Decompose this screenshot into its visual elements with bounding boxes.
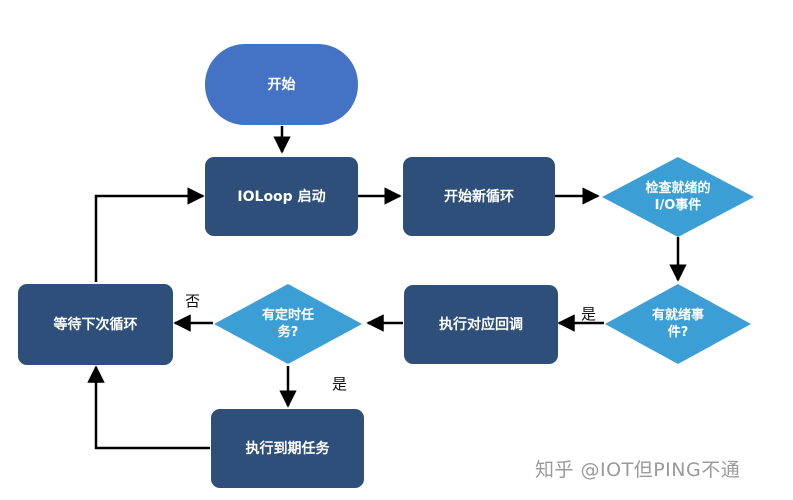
- check-io-diamond-shape: [602, 157, 754, 237]
- has-ready-label: 有就绪事 件?: [651, 308, 704, 340]
- edge-label-yes-timer: 是: [332, 375, 348, 393]
- start-label: 开始: [267, 76, 296, 93]
- start-node: 开始: [205, 44, 358, 125]
- exec-callback-label: 执行对应回调: [439, 316, 523, 333]
- check-io-node: 检查就绪的 I/O事件: [601, 156, 755, 238]
- edge-label-yes-ready: 是: [581, 305, 597, 323]
- watermark-text: 知乎 @IOT但PING不通: [535, 459, 741, 481]
- exec-callback-node: 执行对应回调: [404, 285, 558, 364]
- wait-next-label: 等待下次循环: [53, 316, 138, 333]
- wait-next-node: 等待下次循环: [18, 284, 173, 365]
- arrow-execdue-to-wait: [87, 365, 210, 450]
- has-ready-diamond-shape: [605, 284, 751, 364]
- has-ready-node: 有就绪事 件?: [604, 283, 752, 365]
- arrow-wait-to-ioloop: [94, 187, 205, 282]
- exec-due-label: 执行到期任务: [245, 440, 330, 457]
- new-loop-node: 开始新循环: [403, 157, 555, 236]
- edge-label-no-timer: 否: [185, 292, 201, 310]
- has-timer-diamond-shape: [214, 284, 362, 364]
- new-loop-label: 开始新循环: [444, 188, 514, 205]
- has-timer-node: 有定时任 务?: [213, 283, 363, 365]
- check-io-label: 检查就绪的 I/O事件: [645, 181, 711, 213]
- has-timer-label: 有定时任 务?: [261, 308, 314, 340]
- exec-due-node: 执行到期任务: [211, 409, 364, 488]
- ioloop-start-node: IOLoop 启动: [205, 157, 358, 236]
- ioloop-start-label: IOLoop 启动: [237, 188, 326, 205]
